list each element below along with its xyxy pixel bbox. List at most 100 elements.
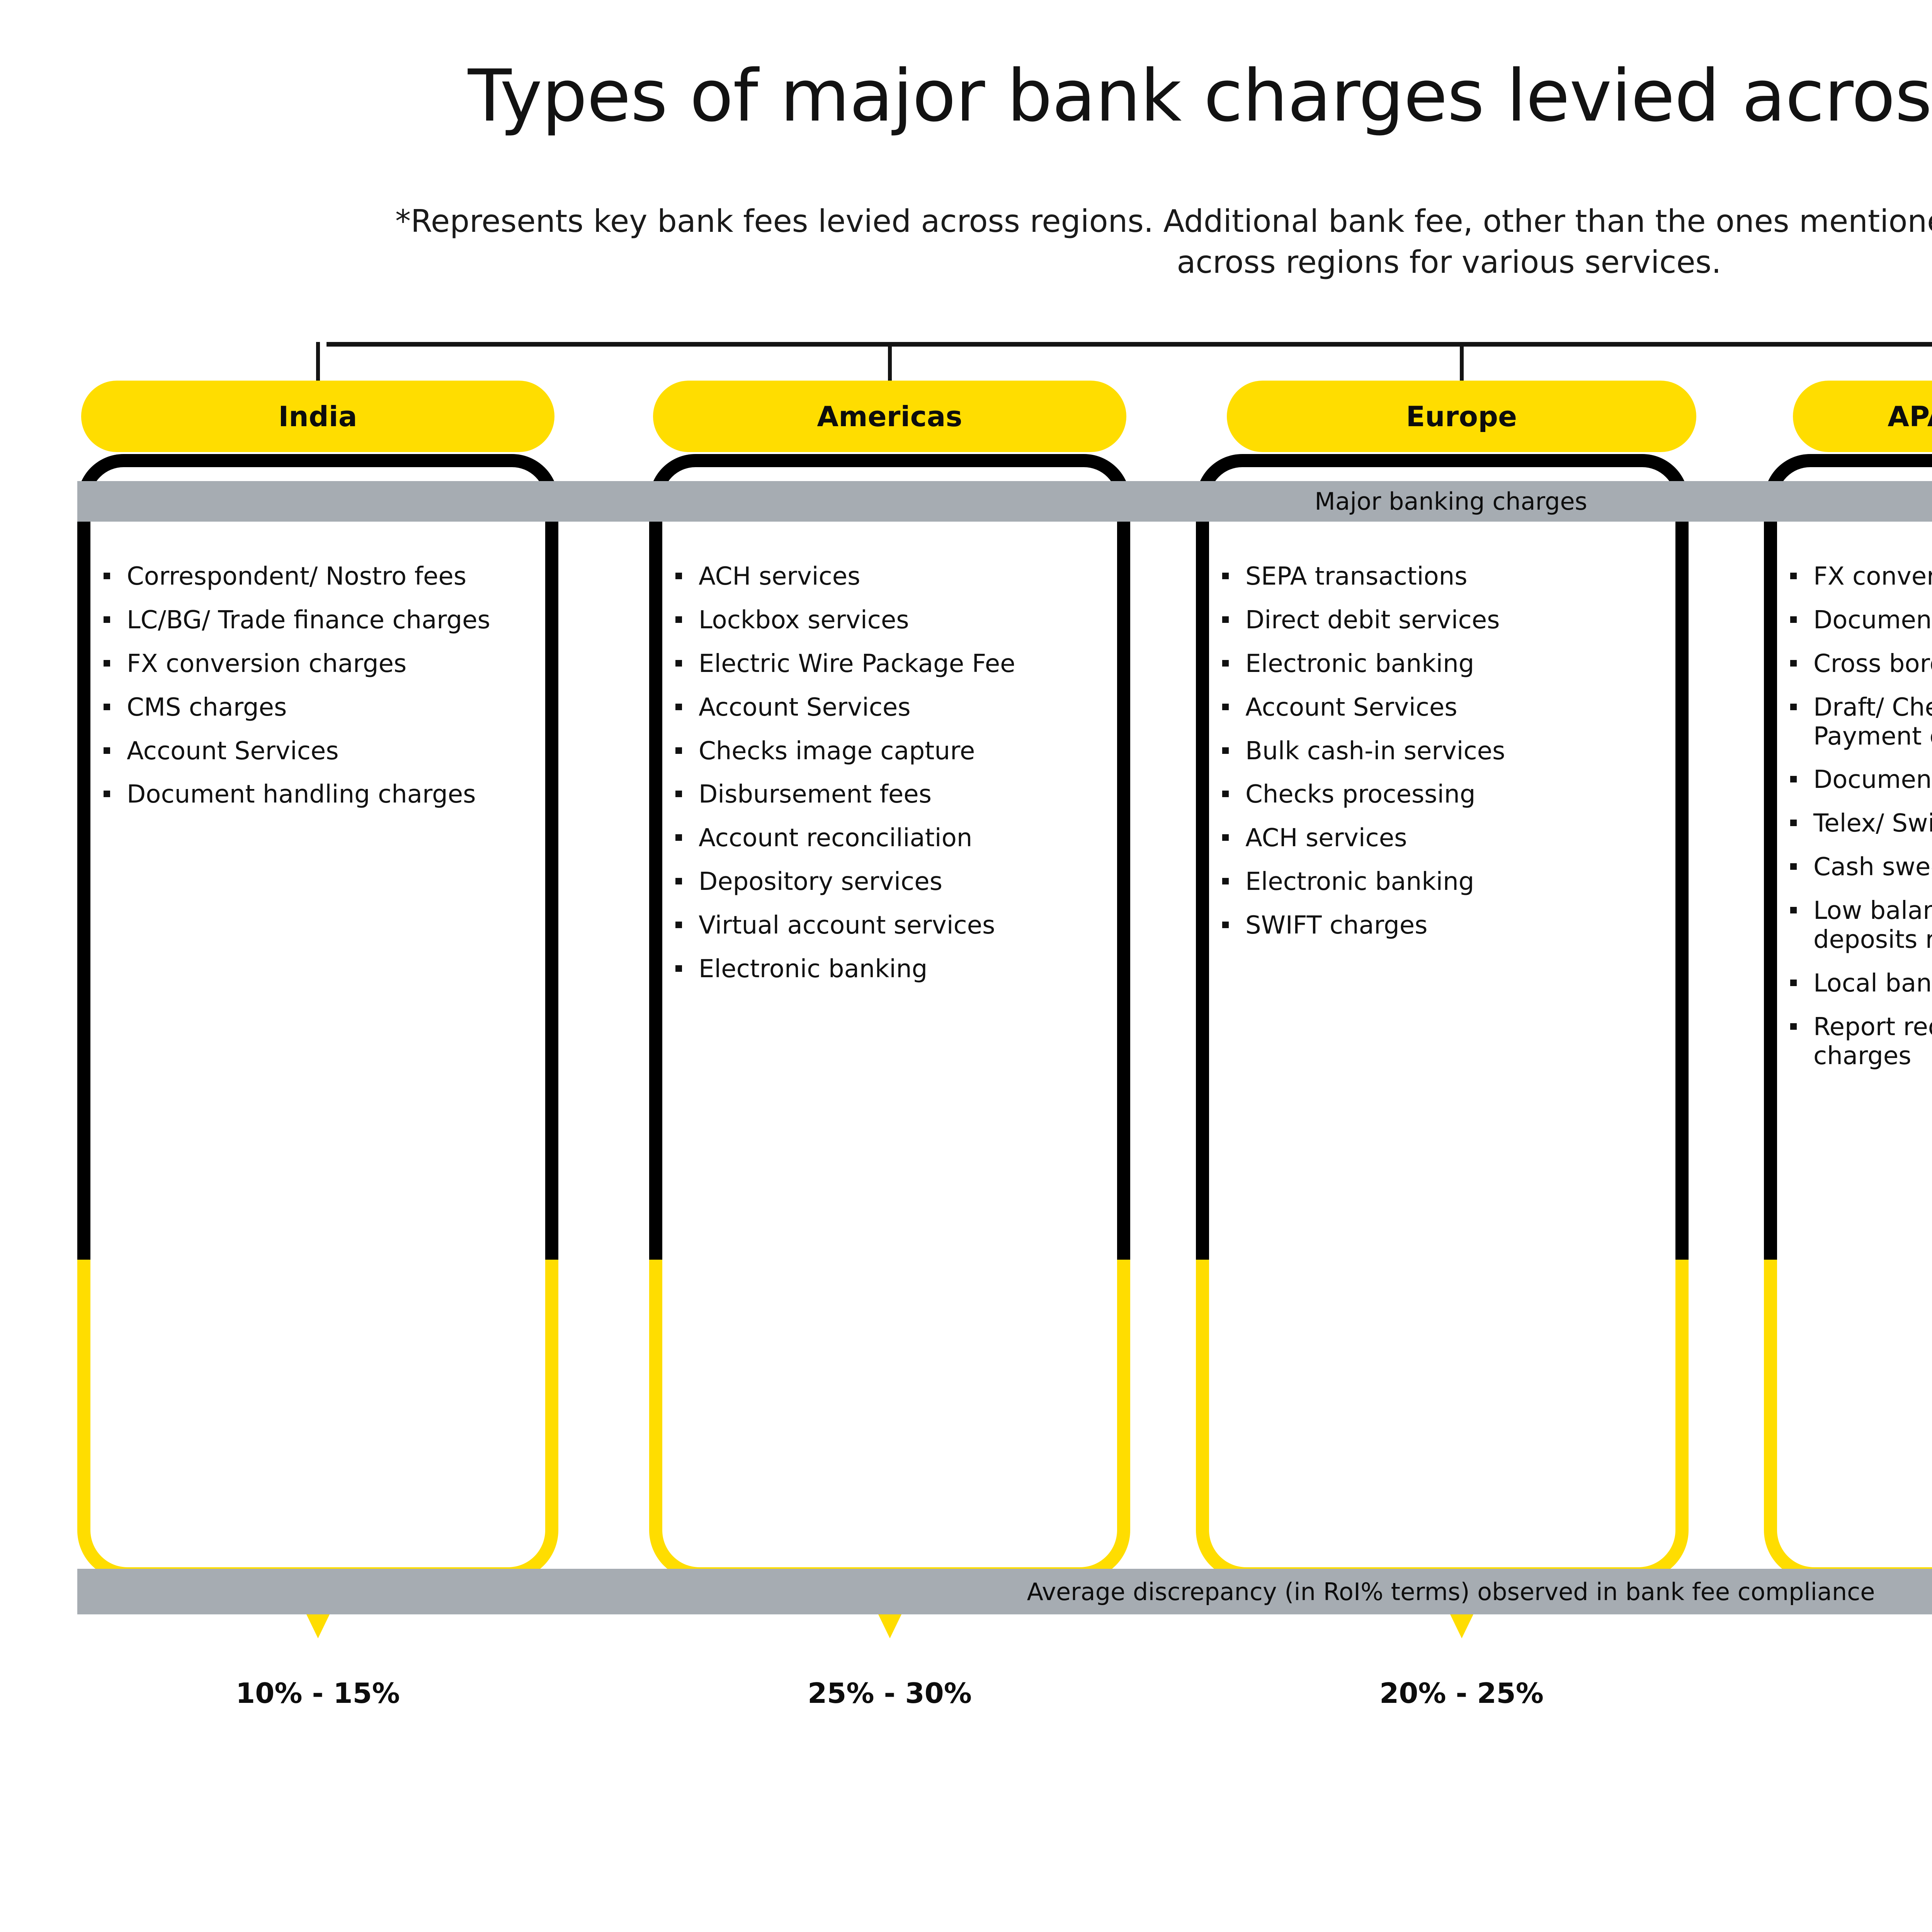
card-top-outline-apac-excl-india (1764, 454, 1932, 1267)
bullet-square-icon (675, 922, 682, 928)
list-item: SEPA transactions (1219, 562, 1665, 591)
list-item: Electronic banking (672, 955, 1107, 984)
bullet-square-icon (1222, 616, 1229, 623)
list-item-label: ACH services (1245, 824, 1407, 853)
list-item: SWIFT charges (1219, 911, 1665, 940)
bullet-square-icon (675, 703, 682, 710)
list-item-label: Draft/ Cheque/ Collection/ Payment charg… (1813, 693, 1932, 751)
bullet-square-icon (1222, 878, 1229, 885)
list-item: LC/BG/ Trade finance charges (100, 606, 535, 635)
list-item: Checks processing (1219, 780, 1665, 809)
region-pill-europe[interactable]: Europe (1227, 381, 1696, 452)
bullet-square-icon (104, 791, 110, 798)
list-item: Checks image capture (672, 737, 1107, 766)
bullet-square-icon (1790, 979, 1797, 986)
list-item-label: Telex/ Swift charges (1813, 809, 1932, 838)
list-item-label: Documentary credits services (1813, 765, 1932, 794)
region-pill-americas[interactable]: Americas (653, 381, 1126, 452)
bullet-square-icon (1222, 573, 1229, 579)
bullet-square-icon (1222, 703, 1229, 710)
list-item-label: Local bank transfers (1813, 969, 1932, 998)
bullet-square-icon (1790, 616, 1797, 623)
bullet-square-icon (1790, 1023, 1797, 1030)
bullet-square-icon (1790, 660, 1797, 667)
pointer-triangle-india (306, 1614, 330, 1638)
bullet-square-icon (104, 703, 110, 710)
list-item-label: Electronic banking (699, 954, 928, 983)
region-pill-label: APAC (excl. India) (1888, 400, 1932, 433)
bullet-square-icon (104, 660, 110, 667)
bullet-square-icon (675, 660, 682, 667)
list-item-label: Bulk cash-in services (1245, 736, 1505, 765)
list-item-label: Checks image capture (699, 736, 975, 765)
region-pill-apac-excl-india[interactable]: APAC (excl. India) (1793, 381, 1932, 452)
bullet-square-icon (1222, 834, 1229, 841)
list-item-label: Lockbox services (699, 605, 909, 634)
list-item-label: SEPA transactions (1245, 562, 1468, 591)
bullet-square-icon (1790, 703, 1797, 710)
list-item: Cash sweeping (1787, 853, 1932, 882)
bullet-square-icon (104, 616, 110, 623)
list-item-label: Checks processing (1245, 780, 1476, 809)
list-item-label: Electronic banking (1245, 649, 1475, 678)
bullet-square-icon (1790, 863, 1797, 870)
card-top-outline-india (77, 454, 558, 1267)
bullet-square-icon (1790, 907, 1797, 913)
bullet-square-icon (675, 791, 682, 798)
list-item: Virtual account services (672, 911, 1107, 940)
list-item: Telex/ Swift charges (1787, 809, 1932, 838)
list-item: Electronic banking (1219, 650, 1665, 679)
bullet-square-icon (1790, 820, 1797, 827)
list-item-label: Account reconciliation (699, 824, 973, 853)
discrepancy-value-americas: 25% - 30% (808, 1677, 972, 1709)
list-item: Documentary credits services (1787, 765, 1932, 794)
page-title: Types of major bank charges levied acros… (468, 54, 1932, 138)
list-item-label: Document handling (1813, 605, 1932, 634)
region-pill-label: India (278, 400, 357, 433)
list-item-label: ACH services (699, 562, 861, 591)
bullet-square-icon (1222, 922, 1229, 928)
list-item: Draft/ Cheque/ Collection/ Payment charg… (1787, 693, 1932, 751)
list-item: Cross border transfers (1787, 650, 1932, 679)
bullet-square-icon (675, 747, 682, 754)
discrepancy-value-europe: 20% - 25% (1379, 1677, 1544, 1709)
bullet-square-icon (104, 747, 110, 754)
pointer-triangle-europe (1450, 1614, 1473, 1638)
card-bottom-outline-india (77, 1260, 558, 1580)
list-item-label: FX conversion charges (1813, 562, 1932, 591)
bullet-square-icon (675, 878, 682, 885)
list-item-label: Electric Wire Package Fee (699, 649, 1015, 678)
bullet-square-icon (675, 834, 682, 841)
card-top-outline-americas (649, 454, 1130, 1267)
list-item: Lockbox services (672, 606, 1107, 635)
list-item: Direct debit services (1219, 606, 1665, 635)
list-item-label: Report request Photocopying charges (1813, 1012, 1932, 1070)
bullet-square-icon (104, 573, 110, 579)
card-bottom-outline-europe (1196, 1260, 1689, 1580)
list-item-label: Disbursement fees (699, 780, 932, 809)
bracket-drop-americas (888, 342, 892, 388)
card-bottom-outline-apac-excl-india (1764, 1260, 1932, 1580)
page-subtitle: *Represents key bank fees levied across … (395, 203, 1932, 280)
bullet-square-icon (675, 573, 682, 579)
bracket-drop-europe (1459, 342, 1464, 388)
list-item: Account Services (100, 737, 535, 766)
pointer-triangle-americas (878, 1614, 901, 1638)
list-item: CMS charges (100, 693, 535, 722)
bullet-square-icon (1790, 776, 1797, 783)
list-item: FX conversion charges (100, 650, 535, 679)
bracket-horizontal-line (327, 342, 1932, 347)
region-pill-india[interactable]: India (81, 381, 554, 452)
list-item: Account Services (1219, 693, 1665, 722)
list-item: Disbursement fees (672, 780, 1107, 809)
bullet-square-icon (675, 616, 682, 623)
discrepancy-value-india: 10% - 15% (236, 1677, 400, 1709)
card-bottom-outline-americas (649, 1260, 1130, 1580)
list-item-label: LC/BG/ Trade finance charges (127, 605, 490, 634)
list-item-label: Direct debit services (1245, 605, 1500, 634)
list-item: Document handling charges (100, 780, 535, 809)
